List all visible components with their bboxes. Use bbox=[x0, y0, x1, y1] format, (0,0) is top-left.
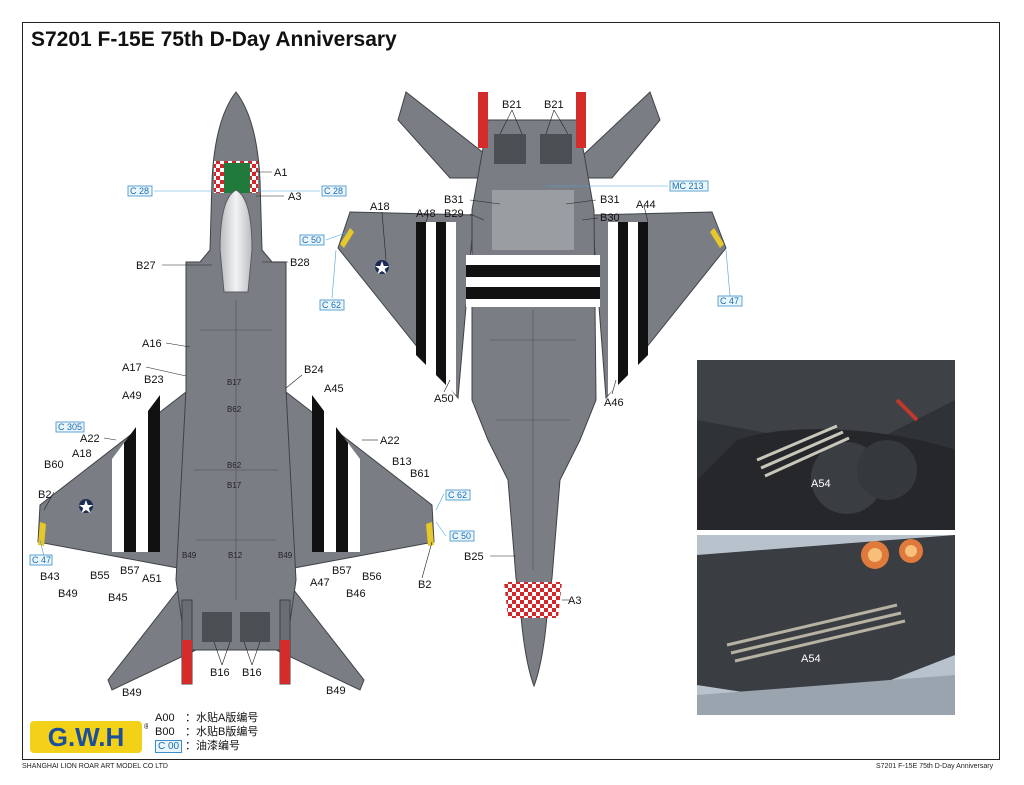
label-b24: B24 bbox=[304, 364, 324, 376]
label-b49: B49 bbox=[326, 685, 346, 697]
label-b16: B16 bbox=[210, 667, 230, 679]
label-a22: A22 bbox=[80, 433, 100, 445]
top-view-labels: A1 A3 C 28 C 28 B27 B28 A16 A17 B23 B17 … bbox=[29, 167, 475, 699]
label-b21: B21 bbox=[502, 99, 522, 111]
legend-text: ：水贴A版编号 bbox=[185, 712, 259, 724]
legend-code: B00 bbox=[155, 726, 175, 738]
legend-row-c: C 00：油漆编号 bbox=[155, 739, 258, 753]
footer-product: S7201 F-15E 75th D-Day Anniversary bbox=[876, 763, 994, 770]
sheet-frame bbox=[22, 22, 1000, 760]
label-b49: B49 bbox=[58, 588, 78, 600]
leader-lines bbox=[39, 109, 731, 666]
label-b21: B21 bbox=[544, 99, 564, 111]
label-a48: A48 bbox=[416, 208, 436, 220]
decal-legend: A00 ：水贴A版编号 B00 ：水贴B版编号 C 00：油漆编号 bbox=[155, 711, 258, 753]
paint-code-c47: C 47 bbox=[32, 555, 51, 565]
label-a47: A47 bbox=[310, 577, 330, 589]
page-title: S7201 F-15E 75th D-Day Anniversary bbox=[31, 28, 397, 51]
label-b60: B60 bbox=[44, 459, 64, 471]
label-a22: A22 bbox=[380, 435, 400, 447]
footer-company: SHANGHAI LION ROAR ART MODEL CO LTD bbox=[22, 763, 168, 770]
label-b45: B45 bbox=[108, 592, 128, 604]
top-view-aircraft bbox=[37, 91, 435, 691]
label-b57: B57 bbox=[332, 565, 352, 577]
legend-row-b: B00 ：水贴B版编号 bbox=[155, 725, 258, 739]
reference-photo-2: A54 bbox=[697, 535, 955, 715]
label-a45: A45 bbox=[324, 383, 344, 395]
label-b23: B23 bbox=[144, 374, 164, 386]
label-b46: B46 bbox=[346, 588, 366, 600]
legend-text: ：水贴B版编号 bbox=[185, 726, 259, 738]
label-b29: B29 bbox=[444, 208, 464, 220]
bottom-view-aircraft bbox=[337, 91, 727, 688]
label-b31: B31 bbox=[444, 194, 464, 206]
label-a44: A44 bbox=[636, 199, 656, 211]
label-b49: B49 bbox=[122, 687, 142, 699]
label-a3: A3 bbox=[288, 191, 301, 203]
label-b2: B2 bbox=[418, 579, 431, 591]
paint-code-c62: C 62 bbox=[322, 300, 341, 310]
label-a49: A49 bbox=[122, 390, 142, 402]
paint-code-mc213: MC 213 bbox=[672, 181, 704, 191]
reference-photo-1: A54 bbox=[697, 360, 955, 530]
photo-1-label: A54 bbox=[811, 478, 831, 490]
paint-code-c28: C 28 bbox=[130, 186, 149, 196]
label-a17: A17 bbox=[122, 362, 142, 374]
label-b30: B30 bbox=[600, 212, 620, 224]
label-b28: B28 bbox=[290, 257, 310, 269]
label-a1: A1 bbox=[274, 167, 287, 179]
label-a51: A51 bbox=[142, 573, 162, 585]
label-b12: B12 bbox=[228, 551, 243, 560]
label-a16: A16 bbox=[142, 338, 162, 350]
label-b55: B55 bbox=[90, 570, 110, 582]
bottom-view-labels: B21 B21 MC 213 B31 B31 A18 A48 B29 B30 A… bbox=[299, 99, 743, 607]
gwh-logo: G.W.H ® bbox=[30, 719, 150, 755]
label-b62: B62 bbox=[227, 405, 242, 414]
label-a18: A18 bbox=[72, 448, 92, 460]
photo-2-label: A54 bbox=[801, 653, 821, 665]
label-b16: B16 bbox=[242, 667, 262, 679]
label-b61: B61 bbox=[410, 468, 430, 480]
label-b17: B17 bbox=[227, 481, 242, 490]
paint-code-c62: C 62 bbox=[448, 490, 467, 500]
label-a46: A46 bbox=[604, 397, 624, 409]
label-b43: B43 bbox=[40, 571, 60, 583]
paint-code-c50: C 50 bbox=[452, 531, 471, 541]
legend-code: A00 bbox=[155, 712, 175, 724]
paint-code-c47: C 47 bbox=[720, 296, 739, 306]
label-b27: B27 bbox=[136, 260, 156, 272]
label-b13: B13 bbox=[392, 456, 412, 468]
label-a3: A3 bbox=[568, 595, 581, 607]
label-b25: B25 bbox=[464, 551, 484, 563]
paint-code-c50: C 50 bbox=[302, 235, 321, 245]
label-a18: A18 bbox=[370, 201, 390, 213]
legend-text: ：油漆编号 bbox=[185, 740, 240, 752]
label-a50: A50 bbox=[434, 393, 454, 405]
legend-code: C 00 bbox=[155, 740, 183, 753]
label-b49: B49 bbox=[278, 551, 293, 560]
label-b49: B49 bbox=[182, 551, 197, 560]
label-b56: B56 bbox=[362, 571, 382, 583]
label-b62: B62 bbox=[227, 461, 242, 470]
logo-text: G.W.H bbox=[48, 722, 125, 752]
paint-code-c28: C 28 bbox=[324, 186, 343, 196]
bottom-left-tailplane bbox=[397, 91, 491, 179]
registered-mark: ® bbox=[144, 722, 148, 731]
paint-code-c305: C 305 bbox=[58, 422, 82, 432]
legend-row-a: A00 ：水贴A版编号 bbox=[155, 711, 258, 725]
label-b31: B31 bbox=[600, 194, 620, 206]
label-b57: B57 bbox=[120, 565, 140, 577]
label-b17: B17 bbox=[227, 378, 242, 387]
bottom-right-tailplane bbox=[579, 91, 661, 179]
label-b2: B2 bbox=[38, 489, 51, 501]
